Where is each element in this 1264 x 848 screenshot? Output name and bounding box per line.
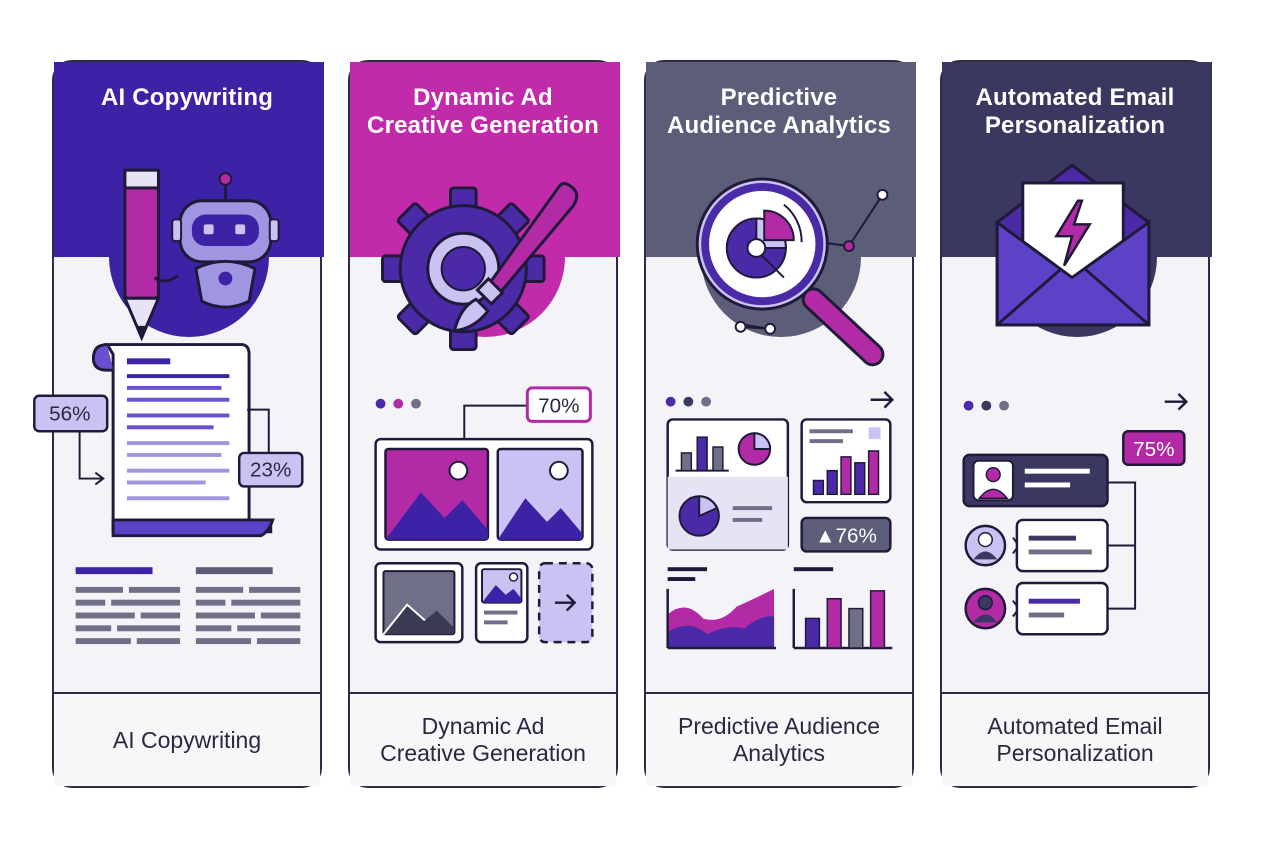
footer-line: Automated Email — [987, 713, 1163, 739]
stat-badge-70: 70% — [463, 386, 592, 440]
window-dots-icon — [665, 396, 712, 407]
stat-badge-56: 56% — [33, 394, 109, 486]
card-footer-label: Predictive Audience Analytics — [646, 692, 912, 786]
badge-text: ▲76% — [815, 525, 877, 548]
footer-line: Predictive Audience — [677, 713, 880, 739]
stat-badge-76: ▲76% — [800, 516, 892, 553]
footer-line: Creative Generation — [380, 740, 586, 766]
card-footer-label: Automated Email Personalization — [942, 692, 1208, 786]
area-chart-icon — [666, 567, 777, 650]
footer-line: Personalization — [996, 740, 1154, 766]
card-title: Automated Email Personalization — [975, 84, 1175, 139]
card-title: Dynamic Ad Creative Generation — [367, 84, 599, 139]
lightning-icon — [1054, 199, 1092, 267]
user-avatar-icon — [964, 581, 1109, 636]
user-card-highlighted — [962, 453, 1109, 508]
stat-badge-75: 75% — [1122, 430, 1186, 466]
thumbnail-card-icon — [474, 562, 529, 644]
paintbrush-icon — [452, 181, 579, 333]
pie-chart-icon — [725, 203, 803, 279]
bar-chart-icon — [800, 418, 892, 504]
card-title: Predictive Audience Analytics — [666, 84, 892, 139]
document-icon — [91, 343, 275, 538]
next-arrow-icon — [870, 390, 895, 409]
network-nodes-icon — [734, 188, 889, 335]
badge-text: 56% — [49, 402, 90, 425]
card-predictive-analytics: Predictive Audience Analytics — [644, 60, 916, 788]
column-chart-icon — [792, 567, 893, 650]
card-illustration: 56% 23% — [33, 168, 304, 645]
image-icon — [374, 437, 594, 551]
card-illustration: ▲76% — [665, 177, 895, 650]
next-arrow-icon — [537, 562, 594, 644]
card-footer-label: Dynamic Ad Creative Generation — [350, 692, 616, 786]
badge-text: 75% — [1133, 438, 1174, 461]
card-email-personalization: Automated Email Personalization 75 — [940, 60, 1212, 788]
pencil-icon — [122, 168, 161, 342]
badge-text: 23% — [250, 459, 291, 482]
dashboard-panel — [666, 418, 790, 551]
robot-icon — [153, 172, 280, 309]
text-placeholder-blocks — [75, 567, 301, 645]
window-dots-icon — [375, 398, 421, 409]
footer-line: Analytics — [732, 740, 826, 766]
next-arrow-icon — [1164, 392, 1189, 411]
card-dynamic-ad-creative: Dynamic Ad Creative Generation — [348, 60, 620, 788]
badge-text: 70% — [538, 395, 579, 418]
window-dots-icon — [963, 400, 1009, 411]
card-ai-copywriting: AI Copywriting — [33, 60, 324, 788]
user-avatar-icon — [964, 518, 1109, 573]
stat-badge-23: 23% — [237, 408, 304, 488]
card-title: AI Copywriting — [100, 84, 274, 111]
footer-line: AI Copywriting — [112, 726, 262, 753]
card-illustration: 75% — [962, 163, 1189, 636]
card-footer-label: AI Copywriting — [54, 692, 320, 786]
thumbnail-image-icon — [374, 562, 464, 644]
card-illustration: 70% — [374, 181, 594, 644]
footer-line: Dynamic Ad — [421, 713, 545, 739]
